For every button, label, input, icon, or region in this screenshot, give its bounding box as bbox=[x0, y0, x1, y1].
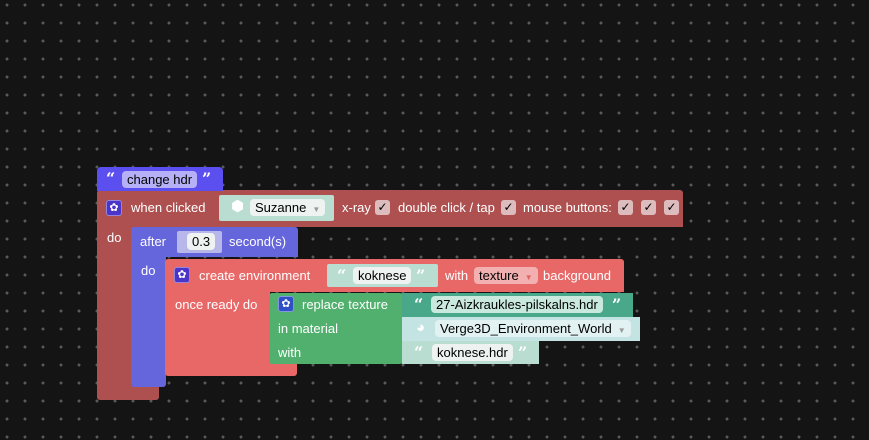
when-clicked-label: when clicked bbox=[131, 200, 206, 215]
seconds-label: second(s) bbox=[229, 234, 287, 249]
gear-icon[interactable]: ✿ bbox=[174, 267, 190, 283]
event-block-bottom bbox=[97, 386, 159, 400]
env-type-value: texture bbox=[479, 268, 519, 283]
material-dropdown[interactable]: Verge3D_Environment_World▼ bbox=[435, 320, 631, 337]
gear-icon[interactable]: ✿ bbox=[106, 200, 122, 216]
close-quote-icon: ” bbox=[518, 343, 528, 362]
open-quote-icon: “ bbox=[414, 343, 424, 362]
material-sphere-icon: ◕ bbox=[416, 319, 426, 336]
create-environment-bottom bbox=[165, 362, 297, 376]
close-quote-icon: ” bbox=[612, 295, 622, 314]
in-material-label: in material bbox=[278, 321, 338, 336]
env-name-input[interactable]: koknese bbox=[353, 267, 412, 284]
delay-input[interactable]: 0.3 bbox=[187, 233, 216, 250]
with-value-input[interactable]: koknese.hdr bbox=[432, 344, 513, 361]
mouse-left-checkbox[interactable]: ✓ bbox=[618, 200, 633, 215]
dblclick-checkbox[interactable]: ✓ bbox=[501, 200, 516, 215]
object-dropdown[interactable]: Suzanne▼ bbox=[250, 199, 326, 216]
background-label: background bbox=[543, 268, 611, 283]
mouse-right-checkbox[interactable]: ✓ bbox=[664, 200, 679, 215]
xray-label: x-ray bbox=[342, 200, 371, 215]
do-label: do bbox=[107, 230, 122, 245]
xray-checkbox[interactable]: ✓ bbox=[375, 200, 390, 215]
mouse-buttons-label: mouse buttons: bbox=[523, 200, 612, 215]
env-type-dropdown[interactable]: texture▼ bbox=[474, 267, 538, 284]
comment-text[interactable]: change hdr bbox=[122, 171, 198, 188]
with-label: with bbox=[278, 345, 302, 360]
open-quote-icon: “ bbox=[106, 169, 116, 188]
texture-name-input[interactable]: 27-Aizkraukles-pilskalns.hdr bbox=[431, 296, 603, 313]
create-environment-body bbox=[165, 291, 270, 369]
object-name: Suzanne bbox=[255, 200, 307, 215]
after-label: after bbox=[140, 234, 167, 249]
replace-texture-label: replace texture bbox=[302, 297, 388, 312]
close-quote-icon: ” bbox=[202, 169, 212, 188]
gear-icon[interactable]: ✿ bbox=[278, 296, 294, 312]
with-label: with bbox=[445, 268, 469, 283]
close-quote-icon: ” bbox=[416, 266, 426, 285]
dblclick-label: double click / tap bbox=[398, 200, 495, 215]
event-block[interactable] bbox=[97, 190, 683, 227]
after-do-label: do bbox=[141, 263, 156, 278]
after-block-body bbox=[131, 256, 166, 387]
open-quote-icon: “ bbox=[414, 295, 424, 314]
create-env-label: create environment bbox=[199, 268, 311, 283]
material-value: Verge3D_Environment_World bbox=[440, 321, 612, 336]
open-quote-icon: “ bbox=[337, 266, 347, 285]
once-ready-label: once ready do bbox=[175, 297, 258, 312]
cube-icon: ⬢ bbox=[231, 198, 245, 215]
mouse-middle-checkbox[interactable]: ✓ bbox=[641, 200, 656, 215]
